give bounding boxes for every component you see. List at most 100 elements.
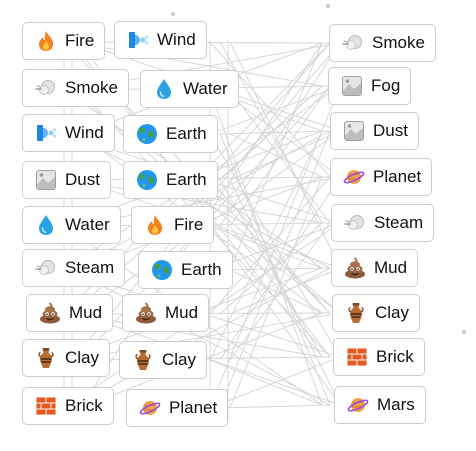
result-chip-smoke[interactable]: Smoke: [329, 24, 436, 62]
steam-icon: [35, 257, 57, 279]
element-label: Water: [65, 215, 110, 234]
element-chip-wind[interactable]: Wind: [22, 114, 115, 152]
element-label: Earth: [166, 170, 207, 189]
wind-icon: [35, 122, 57, 144]
element-label: Clay: [65, 348, 100, 367]
element-label: Mud: [69, 303, 103, 322]
link-line: [229, 85, 331, 227]
element-chip-fire[interactable]: Fire: [22, 22, 106, 60]
element-label: Water: [183, 79, 228, 98]
result-label: Brick: [376, 347, 414, 366]
element-label: Fire: [65, 31, 95, 50]
fire-icon: [35, 30, 57, 52]
result-chip-brick[interactable]: Brick: [333, 338, 425, 376]
canvas-dot: [171, 12, 175, 16]
link-line: [209, 42, 331, 181]
wind-icon: [127, 29, 149, 51]
canvas-dot: [462, 330, 466, 334]
planet-icon: [139, 397, 161, 419]
element-chip-water[interactable]: Water: [140, 70, 239, 108]
link-line: [229, 222, 331, 361]
result-label: Mud: [374, 258, 408, 277]
link-line: [209, 85, 341, 409]
smoke-icon: [35, 77, 57, 99]
link-line: [229, 176, 323, 409]
fire-icon: [144, 214, 166, 236]
element-chip-clay[interactable]: Clay: [22, 339, 111, 377]
clay-icon: [345, 302, 367, 324]
link-line: [71, 42, 341, 361]
element-label: Wind: [65, 123, 104, 142]
link-line: [209, 225, 323, 269]
result-label: Mars: [377, 395, 415, 414]
link-line: [71, 130, 331, 271]
mars-icon: [347, 394, 369, 416]
canvas-dot: [326, 4, 330, 8]
element-chip-fire[interactable]: Fire: [131, 206, 215, 244]
element-chip-earth[interactable]: Earth: [138, 251, 233, 289]
link-line: [71, 41, 323, 87]
mud-icon: [135, 302, 157, 324]
element-chip-steam[interactable]: Steam: [22, 249, 126, 287]
result-chip-clay[interactable]: Clay: [332, 294, 421, 332]
result-chip-fog[interactable]: Fog: [328, 67, 412, 105]
result-label: Steam: [374, 213, 424, 232]
link-line: [219, 176, 341, 361]
link-line: [71, 267, 331, 409]
link-line: [229, 267, 341, 315]
dust-icon: [35, 169, 57, 191]
result-label: Smoke: [372, 33, 425, 52]
earth-icon: [136, 123, 158, 145]
earth-icon: [136, 169, 158, 191]
element-chip-earth[interactable]: Earth: [123, 161, 218, 199]
element-chip-clay[interactable]: Clay: [119, 341, 208, 379]
link-line: [219, 89, 341, 178]
element-chip-wind[interactable]: Wind: [114, 21, 207, 59]
element-label: Smoke: [65, 78, 118, 97]
link-line: [219, 130, 331, 409]
link-line: [209, 176, 331, 315]
result-label: Clay: [375, 303, 410, 322]
water-icon: [153, 78, 175, 100]
element-label: Mud: [165, 303, 199, 322]
element-label: Planet: [169, 398, 218, 417]
result-chip-mars[interactable]: Mars: [334, 386, 426, 424]
element-chip-earth[interactable]: Earth: [123, 115, 218, 153]
element-label: Clay: [162, 350, 197, 369]
result-label: Dust: [373, 121, 408, 140]
smoke-icon: [342, 32, 364, 54]
element-chip-planet[interactable]: Planet: [126, 389, 229, 427]
result-chip-steam[interactable]: Steam: [331, 204, 435, 242]
fog-icon: [341, 75, 363, 97]
earth-icon: [151, 259, 173, 281]
element-chip-water[interactable]: Water: [22, 206, 121, 244]
element-label: Wind: [157, 30, 196, 49]
element-label: Dust: [65, 170, 100, 189]
link-line: [209, 85, 341, 135]
clay-icon: [132, 349, 154, 371]
element-chip-dust[interactable]: Dust: [22, 161, 111, 199]
element-label: Earth: [166, 124, 207, 143]
link-line: [219, 225, 341, 314]
element-chip-smoke[interactable]: Smoke: [22, 69, 129, 107]
element-label: Steam: [65, 258, 115, 277]
steam-icon: [344, 212, 366, 234]
element-chip-mud[interactable]: Mud: [122, 294, 210, 332]
element-label: Brick: [65, 396, 103, 415]
result-chip-dust[interactable]: Dust: [330, 112, 419, 150]
link-line: [219, 130, 331, 135]
link-line: [219, 404, 331, 409]
result-chip-planet[interactable]: Planet: [330, 158, 433, 196]
mud-icon: [39, 302, 61, 324]
brick-icon: [35, 395, 57, 417]
link-line: [209, 130, 323, 361]
element-chip-brick[interactable]: Brick: [22, 387, 114, 425]
result-chip-mud[interactable]: Mud: [331, 249, 419, 287]
link-line: [229, 42, 323, 271]
element-chip-mud[interactable]: Mud: [26, 294, 114, 332]
dust-icon: [343, 120, 365, 142]
mud-icon: [344, 257, 366, 279]
water-icon: [35, 214, 57, 236]
brick-icon: [346, 346, 368, 368]
